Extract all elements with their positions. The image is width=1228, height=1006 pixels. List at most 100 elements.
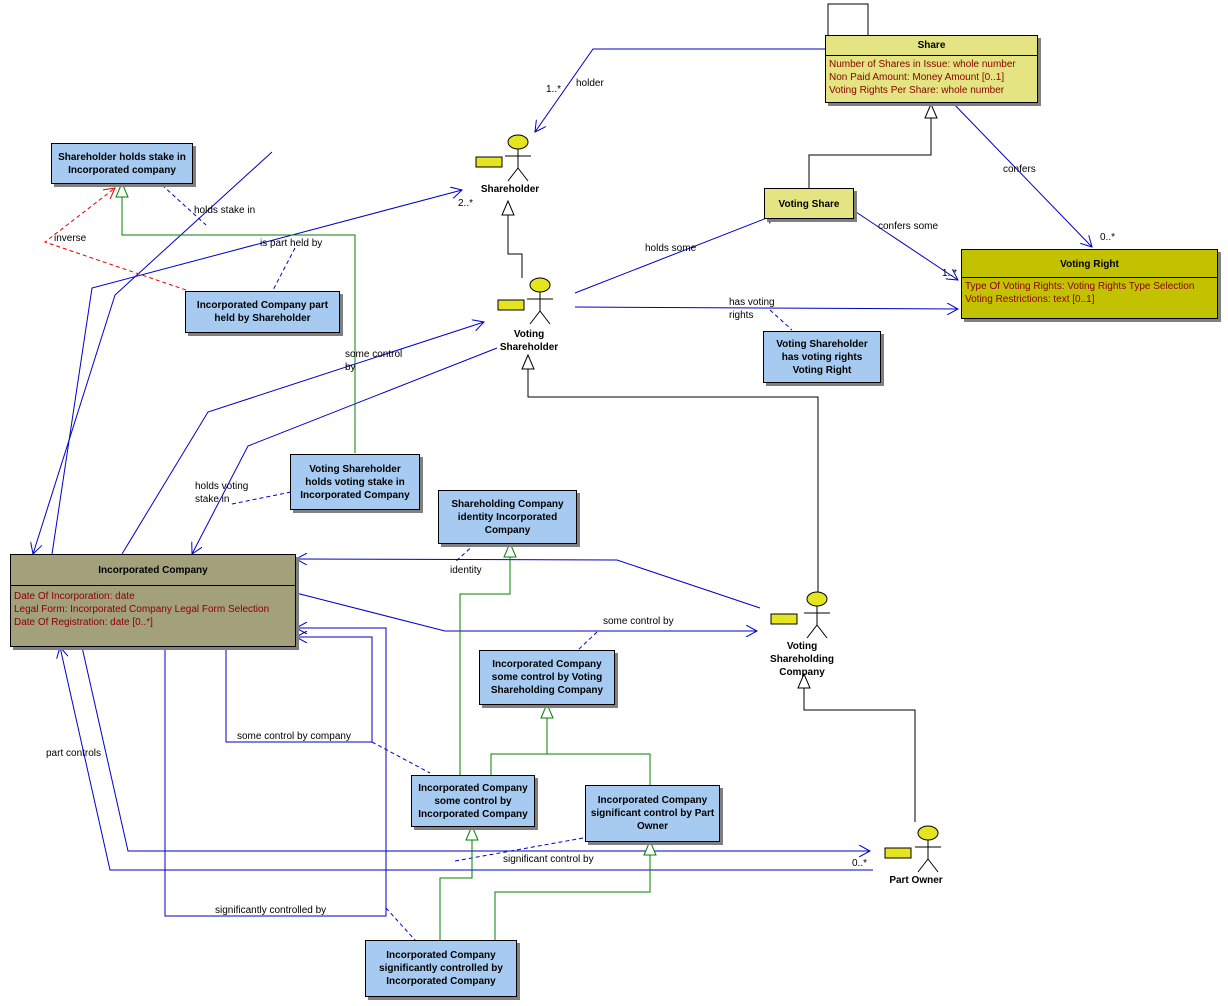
holder-association xyxy=(535,48,825,132)
shareholding-company-identity-class[interactable]: Shareholding Company identity Incorporat… xyxy=(438,490,577,544)
incorporated-company-attribute: Date Of Incorporation: date xyxy=(14,591,135,602)
voting-rights-class-link xyxy=(769,309,793,331)
part-held-by-shareholder-class[interactable]: Incorporated Company part held by Shareh… xyxy=(185,291,340,333)
part-owner-generalization-head xyxy=(797,672,811,689)
significant-control-multiplicity-label: 0..* xyxy=(852,858,868,869)
voting-right-class[interactable]: Voting Right Type Of Voting Rights: Voti… xyxy=(961,249,1218,319)
voting-shareholder-generalization xyxy=(507,203,523,278)
significantly-controlled-by-role-label: significantly controlled by xyxy=(215,905,327,916)
voting-share-generalization-head xyxy=(924,102,938,119)
confers-role-label: confers xyxy=(1003,164,1036,175)
share-self-association xyxy=(827,3,869,35)
significantly-controlled-class-link xyxy=(385,907,416,941)
some-control-by-company-association xyxy=(225,637,373,743)
voting-right-class-name: Voting Right xyxy=(1060,259,1119,270)
holds-voting-stake-in-role-label: holds voting stake in xyxy=(195,481,249,505)
is-part-held-by-role-label: is part held by xyxy=(260,238,323,249)
share-attribute: Non Paid Amount: Money Amount [0..1] xyxy=(829,72,1005,83)
part-owner-specialization-head xyxy=(643,839,657,856)
voting-stake-class-link xyxy=(231,491,292,505)
shareholder-multiplicity-label: 2..* xyxy=(458,198,474,209)
share-confers-voting-right xyxy=(949,99,1092,247)
part-owner-actor-icon[interactable] xyxy=(884,825,941,873)
holds-some-role-label: holds some xyxy=(645,243,697,254)
part-owner-generalization xyxy=(803,676,916,822)
confers-some-role-label: confers some xyxy=(878,221,939,232)
control-generalization xyxy=(490,706,651,785)
part-owner-actor-name: Part Owner xyxy=(889,875,943,886)
voting-share-class-name: Voting Share xyxy=(778,199,840,210)
control-by-incorporated-company-class[interactable]: Incorporated Company some control by Inc… xyxy=(411,775,535,827)
part-owner-specialization xyxy=(494,843,651,940)
significantly-controlled-by-association xyxy=(164,628,387,917)
significantly-controlled-by-company-class[interactable]: Incorporated Company significantly contr… xyxy=(365,940,517,997)
confers-multiplicity-label: 0..* xyxy=(1100,232,1116,243)
vsc-generalization xyxy=(527,357,819,592)
control-by-voting-shareholding-company-class[interactable]: Incorporated Company some control by Vot… xyxy=(479,650,615,705)
part-controls-association xyxy=(60,647,873,871)
shareholder-actor-icon[interactable] xyxy=(475,134,531,182)
stake-generalization xyxy=(121,185,356,453)
control-generalization-head xyxy=(540,702,554,719)
holder-role-label: holder xyxy=(576,78,604,89)
share-class[interactable]: Share Number of Shares in Issue: whole n… xyxy=(825,35,1038,103)
voting-shareholder-generalization-head xyxy=(501,199,515,216)
significant-part-owner-class-link xyxy=(454,837,584,862)
voting-shareholder-has-voting-rights-class[interactable]: Voting Shareholder has voting rights Vot… xyxy=(763,331,881,383)
identity-class-link xyxy=(454,543,476,563)
holds-voting-stake-association xyxy=(192,347,498,554)
ic-specialization-head xyxy=(465,824,479,841)
significant-control-by-role-label: significant control by xyxy=(503,854,594,865)
incorporated-company-class[interactable]: Incorporated Company Date Of Incorporati… xyxy=(10,554,296,647)
holder-multiplicity-label: 1..* xyxy=(546,84,562,95)
vsc-generalization-head xyxy=(521,353,535,370)
incorporated-company-attribute: Legal Form: Incorporated Company Legal F… xyxy=(14,604,270,615)
voting-share-class[interactable]: Voting Share xyxy=(764,188,854,219)
has-voting-rights-association xyxy=(574,307,958,309)
identity-generalization-head xyxy=(503,541,517,558)
has-voting-rights-role-label: has voting rights xyxy=(729,297,775,321)
some-control-by-role-label: some control by xyxy=(345,349,403,373)
voting-shareholding-company-actor-name: Voting Shareholding Company xyxy=(770,641,834,678)
shareholder-company-association xyxy=(51,190,462,555)
inverse-link xyxy=(43,188,187,291)
part-controls-role-label: part controls xyxy=(46,748,102,759)
incorporated-company-class-name: Incorporated Company xyxy=(98,565,208,576)
some-control-by-vsc-role-label: some control by xyxy=(603,616,674,627)
voting-right-attributes: Type Of Voting Rights: Voting Rights Typ… xyxy=(962,277,1217,308)
voting-shareholder-holds-voting-stake-class[interactable]: Voting Shareholder holds voting stake in… xyxy=(290,454,420,510)
share-attribute: Number of Shares in Issue: whole number xyxy=(829,59,1016,70)
some-control-by-association xyxy=(121,322,484,555)
voting-share-generalization xyxy=(808,106,932,188)
share-attributes: Number of Shares in Issue: whole number … xyxy=(826,55,1037,99)
some-control-by-company-role-label: some control by company xyxy=(237,731,351,742)
holds-stake-in-role-label: holds stake in xyxy=(194,205,256,216)
shareholder-holds-stake-class[interactable]: Shareholder holds stake in Incorporated … xyxy=(51,143,193,184)
shareholder-actor-name: Shareholder xyxy=(480,184,540,195)
control-ic-class-link xyxy=(371,741,431,774)
confers-some-multiplicity-label: 1..* xyxy=(942,268,958,279)
some-control-by-vsc-association xyxy=(295,592,757,631)
voting-right-attribute: Type Of Voting Rights: Voting Rights Typ… xyxy=(965,281,1195,292)
voting-shareholder-actor-name: Voting Shareholder xyxy=(499,329,559,353)
voting-share-confers-some xyxy=(849,207,958,280)
holds-stake-in-association xyxy=(33,151,273,554)
voting-shareholder-actor-icon[interactable] xyxy=(497,277,553,325)
part-held-class-link xyxy=(271,247,296,293)
identity-role-label: identity xyxy=(450,565,482,576)
voting-shareholding-company-actor-icon[interactable] xyxy=(770,591,830,639)
incorporated-company-attribute: Date Of Registration: date [0..*] xyxy=(14,617,153,628)
share-class-name: Share xyxy=(917,40,946,51)
identity-association xyxy=(296,559,761,609)
voting-right-attribute: Voting Restrictions: text [0..1] xyxy=(965,294,1095,305)
share-attribute: Voting Rights Per Share: whole number xyxy=(829,85,1005,96)
inverse-label: inverse xyxy=(54,233,87,244)
stake-generalization-head xyxy=(115,181,129,198)
significant-control-by-association xyxy=(81,646,870,851)
holds-some-association xyxy=(574,214,777,294)
stake-class-link xyxy=(161,184,207,226)
significant-control-by-part-owner-class[interactable]: Incorporated Company significant control… xyxy=(585,785,720,842)
control-vsc-class-link xyxy=(577,631,598,651)
